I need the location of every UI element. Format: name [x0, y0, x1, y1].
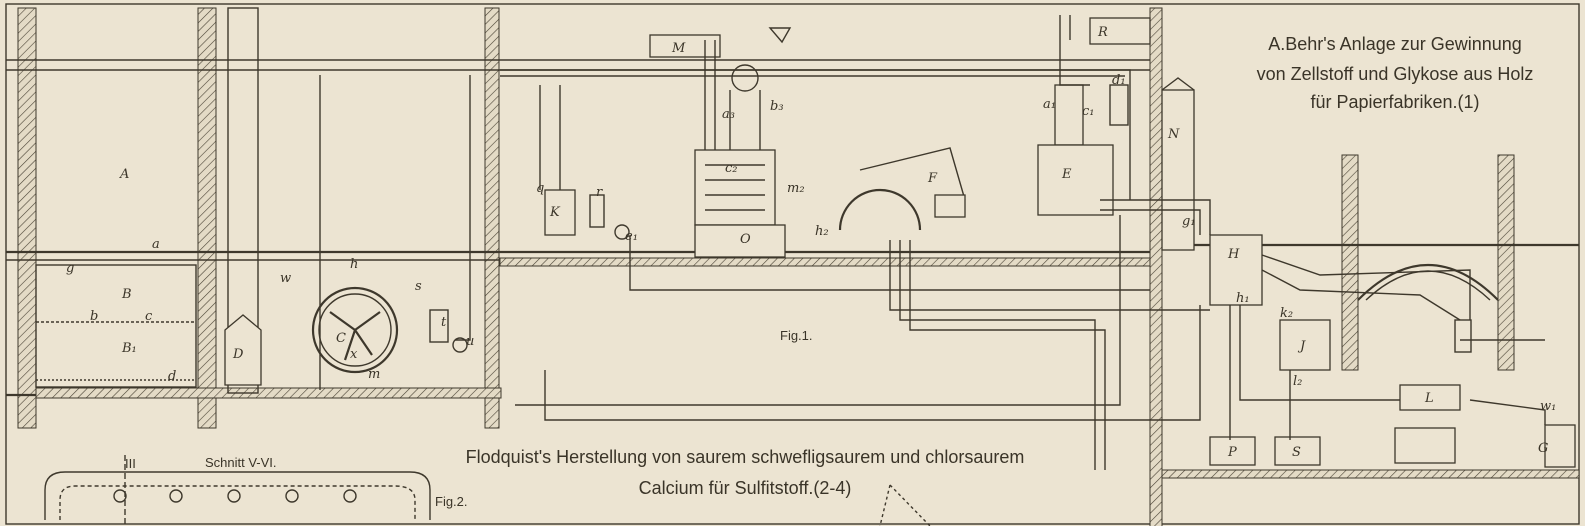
label-e1: e₁ — [625, 229, 638, 244]
label-K: K — [549, 205, 561, 220]
label-G: G — [1538, 441, 1548, 456]
flodquist-title-line-1: Flodquist's Herstellung von saurem schwe… — [466, 447, 1025, 467]
label-h: h — [350, 257, 358, 272]
behr-title-line-3: für Papierfabriken.(1) — [1310, 92, 1479, 112]
plate-frame — [5, 3, 1580, 525]
label-m: m — [368, 367, 380, 382]
label-w: w — [280, 271, 291, 286]
label-B1: B₁ — [121, 341, 137, 356]
label-h2: h₂ — [815, 224, 829, 239]
roman-iii-label: III — [125, 456, 136, 471]
label-P: P — [1227, 445, 1237, 460]
label-N: N — [1167, 127, 1180, 142]
label-m2: m₂ — [787, 181, 805, 196]
fig1-caption: Fig.1. — [780, 328, 813, 343]
apparatus — [311, 17, 1576, 468]
label-J: J — [1297, 339, 1306, 354]
label-b: b — [90, 309, 98, 324]
label-h1: h₁ — [1236, 291, 1250, 306]
label-u: u — [466, 334, 474, 349]
behr-title-line-2: von Zellstoff und Glykose aus Holz — [1257, 64, 1534, 84]
label-C: C — [336, 331, 346, 346]
label-M: M — [671, 41, 686, 56]
label-a3: a₃ — [722, 107, 735, 122]
behr-title-line-1: A.Behr's Anlage zur Gewinnung — [1268, 34, 1522, 54]
label-L: L — [1424, 391, 1434, 406]
label-c1: c₁ — [1082, 104, 1095, 119]
label-H: H — [1227, 247, 1240, 262]
label-l2: l₂ — [1293, 374, 1302, 389]
label-D: D — [232, 347, 244, 362]
pipes — [319, 15, 1546, 470]
label-O: O — [740, 232, 751, 247]
label-R: R — [1097, 25, 1108, 40]
label-A: A — [119, 167, 129, 182]
label-F: F — [927, 171, 938, 186]
label-E: E — [1061, 167, 1072, 182]
label-g: g — [66, 261, 74, 276]
label-x: x — [350, 347, 358, 362]
label-c2: c₂ — [725, 161, 738, 176]
label-g1: g₁ — [1182, 214, 1196, 229]
label-k2: k₂ — [1280, 306, 1293, 321]
label-a: a — [152, 237, 160, 252]
label-t: t — [441, 315, 447, 330]
section-view — [44, 455, 931, 526]
label-w1: w₁ — [1540, 399, 1556, 414]
label-S: S — [1292, 445, 1301, 460]
label-r: r — [596, 185, 603, 200]
building-structure — [6, 7, 1580, 526]
label-s: s — [415, 279, 422, 294]
flodquist-title-line-2: Calcium für Sulfitstoff.(2-4) — [639, 478, 852, 498]
schnitt-caption: Schnitt V-VI. — [205, 455, 277, 470]
fig2-caption: Fig.2. — [435, 494, 468, 509]
label-a1: a₁ — [1043, 97, 1056, 112]
label-q: q — [536, 181, 544, 196]
label-d1: d₁ — [1112, 73, 1126, 88]
label-b3: b₃ — [770, 99, 784, 114]
part-labels: A B B₁ a b c d g D w h C x m s t u K q r… — [66, 25, 1556, 460]
label-d: d — [168, 369, 176, 384]
label-B: B — [121, 287, 132, 302]
label-c: c — [145, 309, 153, 324]
